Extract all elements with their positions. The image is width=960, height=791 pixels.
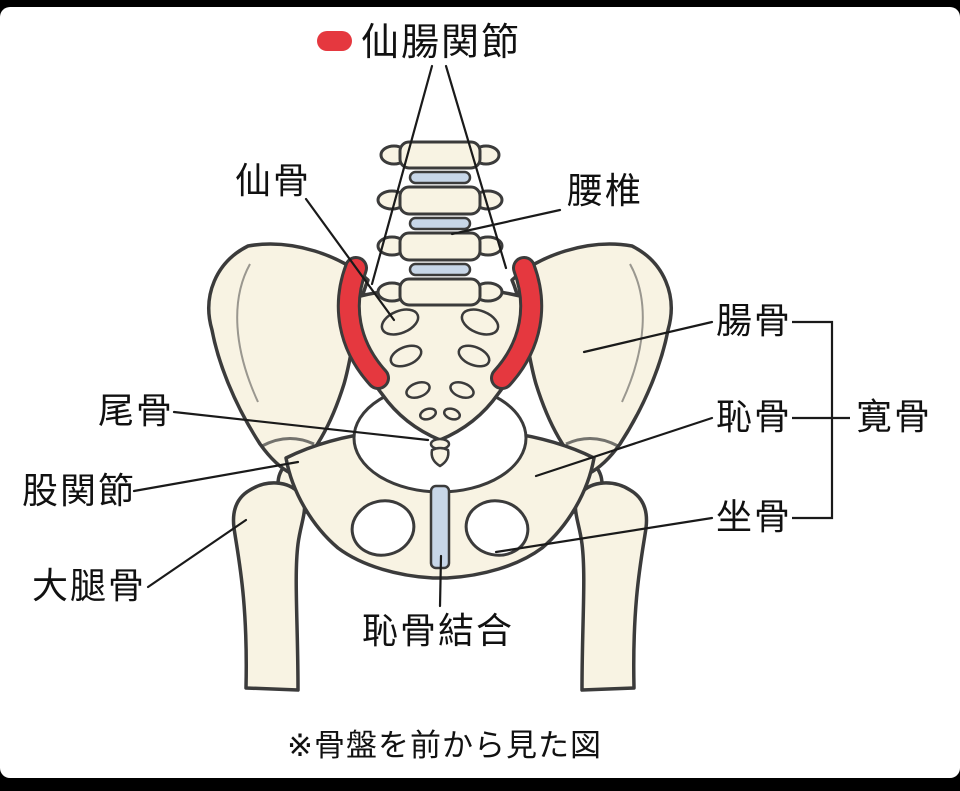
leader-hip-joint <box>132 460 300 493</box>
leader-lines <box>132 64 714 608</box>
figure-caption: ※骨盤を前から見た図 <box>287 728 602 764</box>
sacroiliac-joint-left <box>336 256 390 390</box>
obturator-foramen-left <box>350 499 416 557</box>
disc-1 <box>408 170 472 185</box>
leader-pubic-symphysis <box>438 554 443 608</box>
coccyx-shape <box>429 437 451 468</box>
label-ischium: 坐骨 <box>716 497 793 538</box>
leader-sacrum <box>304 197 396 322</box>
disc-2 <box>408 216 472 231</box>
label-pubis: 恥骨 <box>716 397 793 438</box>
leader-coccyx <box>172 410 430 442</box>
acetabulum-left <box>261 437 315 448</box>
label-pubic-symphysis: 恥骨結合 <box>362 611 515 652</box>
leader-lumbar <box>450 208 562 236</box>
leader-legend-right <box>444 64 508 270</box>
acetabulum-right <box>565 437 619 448</box>
label-hip-joint: 股関節 <box>22 471 137 512</box>
label-ilium: 腸骨 <box>716 301 793 342</box>
label-sacrum: 仙骨 <box>235 161 312 202</box>
leader-pubis <box>534 416 714 478</box>
label-femur: 大腿骨 <box>32 566 147 607</box>
leader-legend-left <box>370 64 434 286</box>
hip-bone-bracket <box>792 320 850 520</box>
obturator-foramen-right <box>464 499 530 557</box>
label-coccyx: 尾骨 <box>98 391 175 432</box>
lumbar-spine-shape <box>376 140 504 307</box>
leader-ischium <box>494 516 714 554</box>
leader-femur <box>146 518 248 589</box>
disc-3 <box>408 262 472 277</box>
sacroiliac-joint-right <box>490 256 544 390</box>
label-lumbar: 腰椎 <box>567 171 644 212</box>
legend-label-sacroiliac-joint: 仙腸関節 <box>361 20 522 64</box>
sacroiliac-legend-marker <box>317 31 352 51</box>
leader-ilium <box>582 320 714 354</box>
label-hip-bone: 寛骨 <box>856 397 933 438</box>
sacral-foramina <box>380 308 500 421</box>
